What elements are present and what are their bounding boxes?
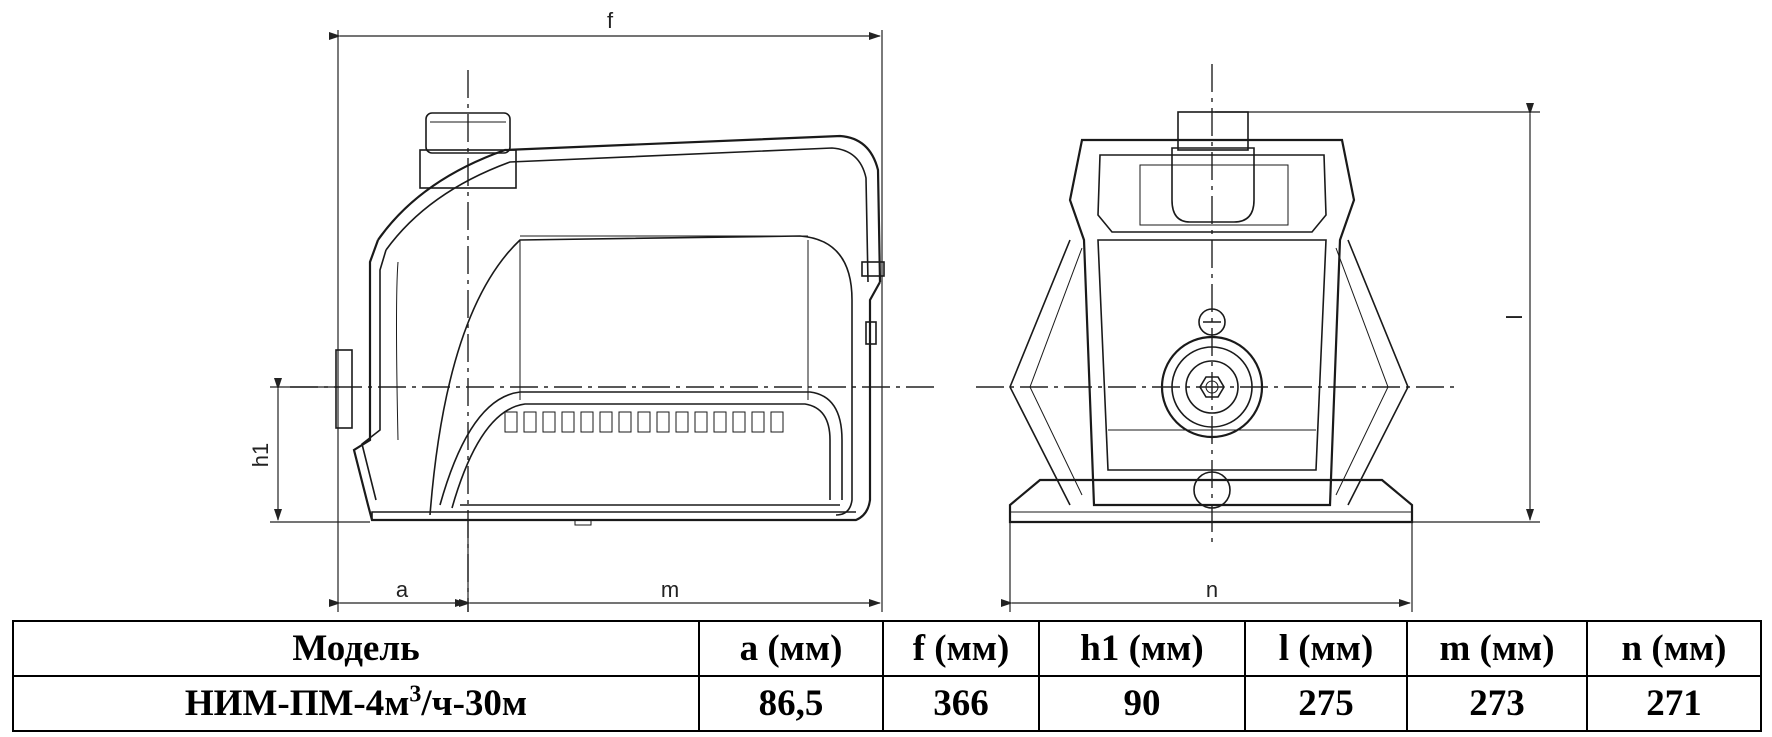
table-row: НИМ-ПМ-4м3/ч-30м 86,5 366 90 275 273 271 [12, 675, 1762, 732]
dimension-n: n [1001, 577, 1411, 607]
cooling-vents [504, 411, 784, 433]
model-superscript: 3 [409, 681, 422, 708]
cell-model: НИМ-ПМ-4м3/ч-30м [12, 675, 700, 732]
dimension-l: l [1502, 103, 1534, 521]
cell-a: 86,5 [698, 675, 884, 732]
dim-label-l: l [1502, 315, 1527, 320]
cell-h1: 90 [1038, 675, 1246, 732]
header-a: a (мм) [698, 620, 884, 677]
dimensions-table: Модель a (мм) f (мм) h1 (мм) l (мм) m (м… [12, 620, 1762, 732]
dimension-f: f [329, 8, 881, 40]
cell-l: 275 [1244, 675, 1408, 732]
header-h1: h1 (мм) [1038, 620, 1246, 677]
dim-label-f: f [607, 8, 614, 33]
dim-label-n: n [1206, 577, 1218, 602]
header-n: n (мм) [1586, 620, 1762, 677]
dimension-h1: h1 [248, 378, 282, 521]
pump-front-view [976, 64, 1540, 612]
header-f: f (мм) [882, 620, 1040, 677]
header-l: l (мм) [1244, 620, 1408, 677]
dim-label-m: m [661, 577, 679, 602]
dim-label-a: a [396, 577, 409, 602]
dim-label-h1: h1 [248, 443, 273, 467]
pump-dimension-drawing: f a m n h1 l [248, 8, 1540, 612]
header-m: m (мм) [1406, 620, 1588, 677]
dimension-a: a [329, 577, 467, 607]
model-prefix: НИМ-ПМ-4м [184, 683, 410, 724]
table-header-row: Модель a (мм) f (мм) h1 (мм) l (мм) m (м… [12, 620, 1762, 677]
cell-f: 366 [882, 675, 1040, 732]
cell-n: 271 [1586, 675, 1762, 732]
cell-m: 273 [1406, 675, 1588, 732]
pump-side-view [270, 30, 940, 612]
dimension-m: m [459, 577, 881, 607]
model-suffix: /ч-30м [421, 683, 528, 724]
header-model: Модель [12, 620, 700, 677]
